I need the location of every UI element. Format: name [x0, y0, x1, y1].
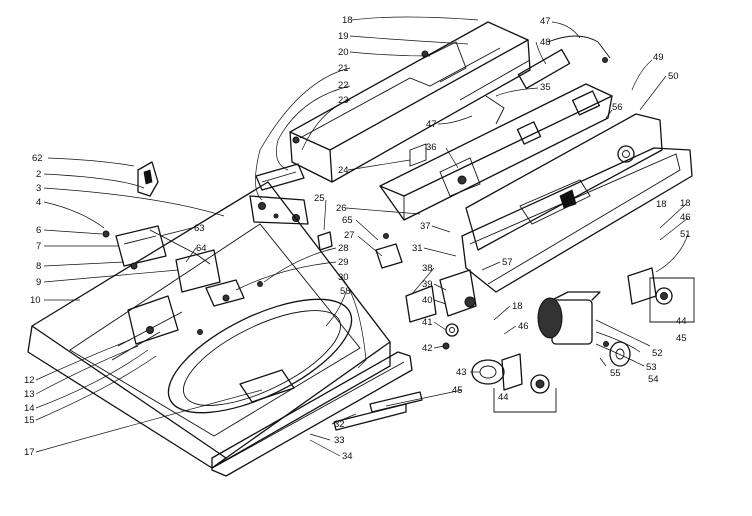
callout-44-lower: 44	[498, 392, 509, 403]
callout-6: 6	[36, 225, 41, 236]
callout-27: 27	[344, 230, 355, 241]
callout-65: 65	[342, 215, 353, 226]
callout-28: 28	[338, 243, 349, 254]
callout-31: 31	[412, 243, 423, 254]
callout-10: 10	[30, 295, 41, 306]
callout-35: 35	[540, 82, 551, 93]
callout-42: 42	[422, 343, 433, 354]
callout-26: 26	[336, 203, 347, 214]
callout-21: 21	[338, 63, 349, 74]
callout-51: 51	[680, 229, 691, 240]
leader-lines	[35, 16, 689, 457]
bracket-assembly-left	[249, 163, 309, 225]
callout-8: 8	[36, 261, 41, 272]
callout-12: 12	[24, 375, 35, 386]
callout-15: 15	[24, 415, 35, 426]
callout-3: 3	[36, 183, 41, 194]
callout-4: 4	[36, 197, 41, 208]
callout-17: 17	[24, 447, 35, 458]
timer-motor	[537, 291, 631, 367]
callout-57: 57	[502, 257, 513, 268]
callout-labels: 18 19 20 21 22 23 47 48 49 50 35 47 56 6…	[24, 15, 691, 462]
switch-assembly-right	[627, 267, 695, 323]
callout-53: 53	[646, 362, 657, 373]
callout-62: 62	[32, 153, 43, 164]
small-brackets-center	[257, 231, 403, 287]
callout-52: 52	[652, 348, 663, 359]
callout-18: 18	[342, 15, 353, 26]
control-panel-assembly	[379, 83, 613, 221]
callout-25: 25	[314, 193, 325, 204]
callout-49: 49	[653, 52, 664, 63]
callout-56: 56	[612, 102, 623, 113]
callout-14: 14	[24, 403, 35, 414]
callout-48: 48	[540, 37, 551, 48]
callout-63: 63	[194, 223, 205, 234]
callout-18-mid: 18	[512, 301, 523, 312]
callout-39: 39	[422, 279, 433, 290]
callout-33: 33	[334, 435, 345, 446]
callout-58: 58	[340, 286, 351, 297]
callout-23: 23	[338, 95, 349, 106]
callout-41: 41	[422, 317, 433, 328]
callout-13: 13	[24, 389, 35, 400]
callout-37: 37	[420, 221, 431, 232]
callout-19: 19	[338, 31, 349, 42]
callout-36: 36	[426, 142, 437, 153]
callout-18-right: 18	[680, 198, 691, 209]
callout-34: 34	[342, 451, 353, 462]
lid-switch-brackets	[102, 161, 245, 345]
callout-30: 30	[338, 272, 349, 283]
callout-45-right: 45	[676, 333, 687, 344]
callout-46-mid: 46	[518, 321, 529, 332]
callout-45-lower: 45	[452, 385, 463, 396]
callout-20: 20	[338, 47, 349, 58]
callout-44-right: 44	[676, 316, 687, 327]
callout-22: 22	[338, 80, 349, 91]
callout-50: 50	[668, 71, 679, 82]
selector-switch-43	[471, 353, 557, 413]
callout-38: 38	[422, 263, 433, 274]
callout-2: 2	[36, 169, 41, 180]
callout-64: 64	[196, 243, 207, 254]
callout-24: 24	[338, 165, 349, 176]
backsplash-assembly	[461, 113, 693, 293]
callout-29: 29	[338, 257, 349, 268]
callout-55: 55	[610, 368, 621, 379]
callout-54: 54	[648, 374, 659, 385]
callout-18-lower-right: 18	[656, 199, 667, 210]
front-trim	[211, 351, 423, 477]
callout-46-right: 46	[680, 212, 691, 223]
callout-32: 32	[334, 419, 345, 430]
callout-47-top: 47	[540, 16, 551, 27]
callout-43: 43	[456, 367, 467, 378]
switch-assembly-left	[405, 269, 477, 350]
callout-40: 40	[422, 295, 433, 306]
callout-9: 9	[36, 277, 41, 288]
callout-47-mid: 47	[426, 119, 437, 130]
callout-7: 7	[36, 241, 41, 252]
